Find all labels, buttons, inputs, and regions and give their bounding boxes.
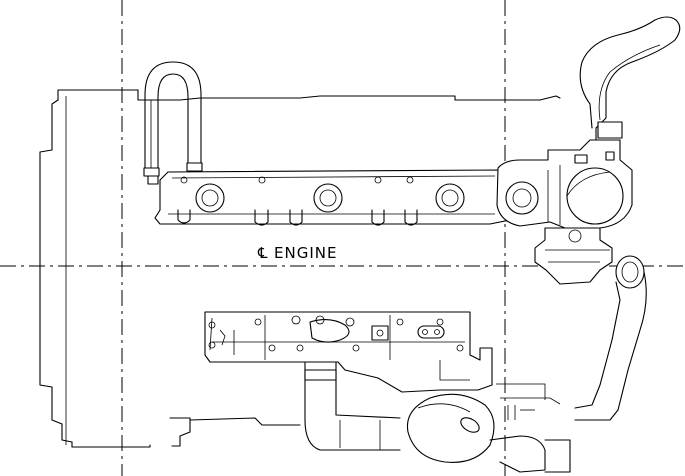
turbocharger	[496, 139, 633, 229]
centerline-symbol: ℄	[257, 244, 269, 262]
hose-clamp-right	[186, 162, 203, 172]
exhaust-port-2	[313, 183, 343, 213]
lower-exhaust-manifold	[204, 311, 493, 393]
inlet-clamp	[597, 121, 623, 139]
centerline-label: ℄ ENGINE	[257, 244, 337, 262]
upper-exhaust-manifold	[154, 169, 511, 226]
compressor-housing	[566, 167, 624, 225]
exhaust-port-1	[195, 183, 225, 213]
air-inlet-elbow	[579, 16, 681, 141]
turbo-housing-flange	[505, 181, 539, 215]
engine-block-outline	[39, 89, 561, 448]
exhaust-port-3	[435, 183, 465, 213]
breather-hose	[143, 61, 203, 185]
lower-exhaust-pipes	[304, 360, 571, 473]
breather-fitting	[147, 175, 159, 185]
charge-air-pipe	[574, 255, 647, 421]
slot-boss	[417, 325, 445, 339]
pipe-end-fitting	[615, 255, 645, 289]
sensor-boss	[371, 325, 389, 341]
engine-centerline-label: ENGINE	[274, 244, 337, 262]
turbo-outlet	[534, 227, 613, 285]
hose-clamp-left	[143, 167, 160, 177]
